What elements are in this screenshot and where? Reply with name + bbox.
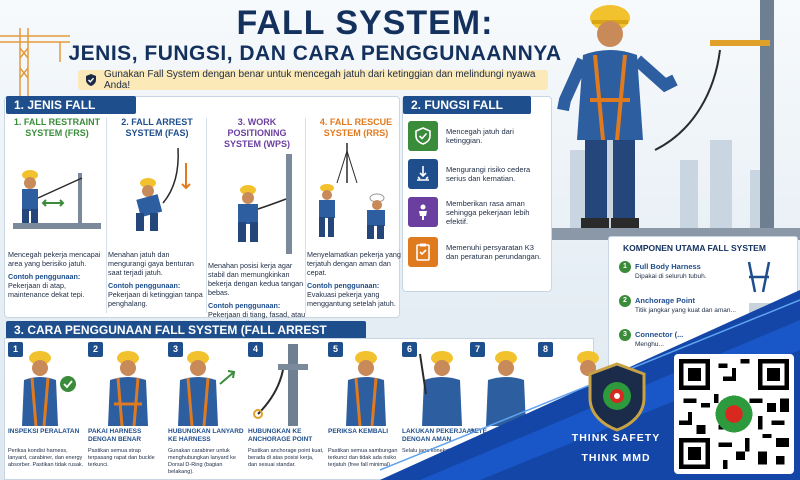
step-number: 2 xyxy=(88,342,103,357)
crane-icon xyxy=(0,28,70,98)
divider xyxy=(206,118,207,313)
step-card: 5 PERIKSA KEMBALI Pastikan semua sambung… xyxy=(326,340,404,478)
type-example: Evakuasi pekerja yang menggantung setela… xyxy=(307,290,396,308)
person-icon xyxy=(408,197,438,227)
brand-slogan-2: THINK MMD xyxy=(581,452,651,464)
work-positioning-illustration xyxy=(238,154,292,254)
anchorage-point-illustration xyxy=(253,344,308,426)
tagline-text: Gunakan Fall System dengan benar untuk m… xyxy=(104,69,536,91)
type-example-label: Contoh penggunaan: xyxy=(208,301,281,310)
worker-illustration xyxy=(545,0,800,240)
component-number: 3 xyxy=(619,329,631,341)
step-title: HUBUNGKAN KE ANCHORAGE POINT xyxy=(248,428,313,443)
type-desc: Menahan jatuh dan mengurangi gaya bentur… xyxy=(108,250,194,277)
worker-lanyard-illustration xyxy=(178,351,236,426)
component-name: Anchorage Point xyxy=(635,296,696,305)
type-example-label: Contoh penggunaan: xyxy=(307,281,380,290)
clipboard-icon xyxy=(408,237,438,267)
step-card: 8 xyxy=(536,340,599,478)
step-number: 7 xyxy=(470,342,485,357)
worker-inspect-illustration xyxy=(22,351,76,426)
function-item: Mencegah jatuh dari ketinggian. xyxy=(408,118,548,154)
step-number: 8 xyxy=(538,342,553,357)
step-desc: Pastikan anchorage point kuat, berada di… xyxy=(248,448,324,468)
function-item: Mengurangi risiko cedera serius dan kema… xyxy=(408,156,548,192)
section1-heading: 1. JENIS FALL SYSTEM xyxy=(6,96,136,126)
divider xyxy=(106,118,107,313)
type-title: 4. FALL RESCUE SYSTEM (RRS) xyxy=(319,117,393,138)
step-card: 7 SETE... xyxy=(468,340,534,478)
step-desc: Gunakan carabiner untuk menghubungkan la… xyxy=(168,448,236,475)
function-text: Mengurangi risiko cedera serius dan kema… xyxy=(446,165,531,183)
shield-check-icon xyxy=(408,121,438,151)
page-subtitle: JENIS, FUNGSI, DAN CARA PENGGUNAANNYA xyxy=(68,42,562,65)
component-number: 2 xyxy=(619,295,631,307)
harness-icon xyxy=(747,261,771,293)
type-title: 2. FALL ARREST SYSTEM (FAS) xyxy=(121,117,193,138)
worker-harness-illustration xyxy=(108,351,148,426)
type-card-frs: 1. FALL RESTRAINT SYSTEM (FRS) Mencegah … xyxy=(8,117,106,299)
type-title: 3. WORK POSITIONING SYSTEM (WPS) xyxy=(223,117,290,149)
step-number: 1 xyxy=(8,342,23,357)
section2-heading: 2. FUNGSI FALL SYSTEM xyxy=(403,96,531,126)
step-number: 6 xyxy=(402,342,417,357)
component-name: Full Body Harness xyxy=(635,262,701,271)
step-title: PERIKSA KEMBALI xyxy=(328,428,389,435)
qr-code-image xyxy=(679,359,789,469)
type-example-label: Contoh penggunaan: xyxy=(8,272,81,281)
function-text: Memberikan rasa aman sehingga pekerjaan … xyxy=(446,198,530,226)
component-desc: Titik jangkar yang kuat dan aman... xyxy=(635,307,736,314)
step-desc: Pastikan semua strap terpasang rapat dan… xyxy=(88,448,155,468)
function-text: Memenuhi persyaratan K3 dan peraturan pe… xyxy=(446,243,542,261)
type-card-fas: 2. FALL ARREST SYSTEM (FAS) Menahan jatu… xyxy=(108,117,206,308)
type-card-wps: 3. WORK POSITIONING SYSTEM (WPS) Menahan… xyxy=(208,117,306,328)
worker-work-illustration xyxy=(419,351,462,426)
function-text: Mencegah jatuh dari ketinggian. xyxy=(446,127,514,145)
shield-check-icon xyxy=(86,74,96,86)
step-number: 5 xyxy=(328,342,343,357)
type-title: 1. FALL RESTRAINT SYSTEM (FRS) xyxy=(13,117,101,138)
step-card: 1 INSPEKSI PERALATAN Periksa kondisi har… xyxy=(6,340,84,478)
type-desc: Menyelamatkan pekerja yang terjatuh deng… xyxy=(307,250,401,277)
function-item: Memenuhi persyaratan K3 dan peraturan pe… xyxy=(408,234,548,270)
section3-heading: 3. CARA PENGGUNAAN FALL SYSTEM (FALL ARR… xyxy=(6,321,366,351)
type-example: Pekerjaan di atap, maintenance dekat tep… xyxy=(8,281,85,299)
qr-code[interactable] xyxy=(674,354,794,474)
type-desc: Mencegah pekerja mencapai area yang beri… xyxy=(8,250,101,268)
worker-check-illustration xyxy=(346,351,386,426)
component-number: 1 xyxy=(619,261,631,273)
page-title: FALL SYSTEM: xyxy=(236,4,494,42)
brand-slogan-1: THINK SAFETY xyxy=(571,432,661,444)
step-number: 3 xyxy=(168,342,183,357)
component-name: Connector (... xyxy=(635,330,684,339)
step-title: PAKAI HARNESS DENGAN BENAR xyxy=(88,428,142,443)
step-card: 3 HUBUNGKAN LANYARD KE HARNESS Gunakan c… xyxy=(166,340,244,478)
type-example: Pekerjaan di ketinggian tanpa penghalang… xyxy=(108,290,203,308)
step-desc: Pastikan semua sambungan terkunci dan ti… xyxy=(328,448,398,468)
step-number: 4 xyxy=(248,342,263,357)
components-title: KOMPONEN UTAMA FALL SYSTEM xyxy=(623,243,766,253)
step-card: 4 HUBUNGKAN KE ANCHORAGE POINT Pastikan … xyxy=(246,340,324,478)
component-desc: Dipakai di seluruh tubuh. xyxy=(635,273,707,280)
step-title: INSPEKSI PERALATAN xyxy=(8,428,80,435)
worker-finish-illustration xyxy=(486,351,526,426)
step-title: SETE... xyxy=(470,428,493,435)
divider xyxy=(305,118,306,313)
fall-rescue-illustration xyxy=(319,143,385,239)
impact-icon xyxy=(408,159,438,189)
type-card-rrs: 4. FALL RESCUE SYSTEM (RRS) Menyelamatka… xyxy=(307,117,405,308)
component-desc: Menghu... xyxy=(635,341,664,348)
tagline-banner: Gunakan Fall System dengan benar untuk m… xyxy=(78,69,548,91)
mmd-logo-badge xyxy=(588,362,646,432)
function-item: Memberikan rasa aman sehingga pekerjaan … xyxy=(408,194,548,230)
step-desc: Periksa kondisi harness, lanyard, carabi… xyxy=(8,448,84,468)
fall-arrest-illustration xyxy=(136,147,191,231)
step-card: 2 PAKAI HARNESS DENGAN BENAR Pastikan se… xyxy=(86,340,164,478)
type-desc: Menahan posisi kerja agar stabil dan mem… xyxy=(208,261,304,297)
step-title: HUBUNGKAN LANYARD KE HARNESS xyxy=(168,428,244,443)
step-title: LAKUKAN PEKERJAAN DENGAN AMAN xyxy=(402,428,477,443)
type-example-label: Contoh penggunaan: xyxy=(108,281,181,290)
fall-restraint-illustration xyxy=(13,170,101,229)
